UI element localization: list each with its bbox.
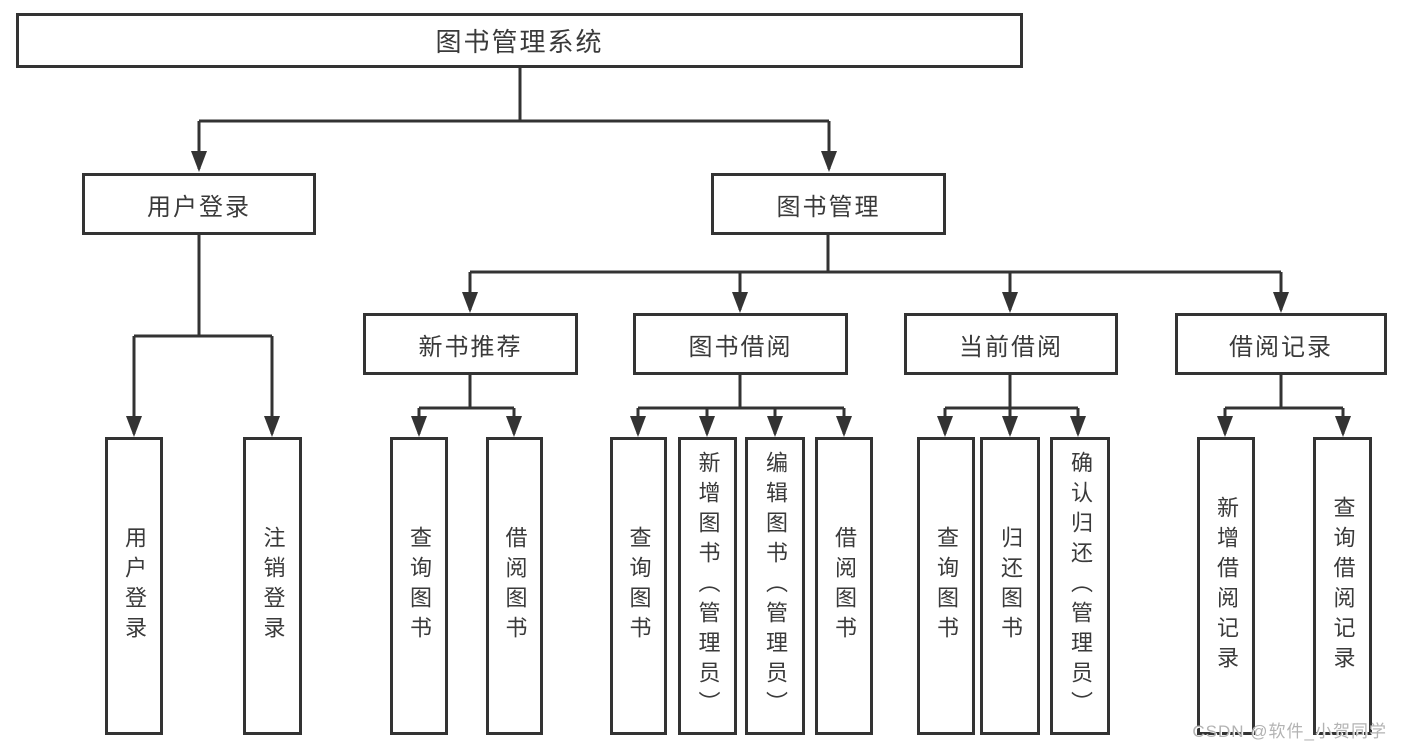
node-root-label: 图书管理系统	[435, 27, 604, 57]
node-book-borrow-label: 图书借阅	[688, 333, 793, 361]
connector-borrow-records-to-leaves	[1223, 375, 1345, 434]
csdn-watermark: CSDN @软件_小贺同学	[1192, 722, 1387, 741]
arrowheads-new-book-recommend-leaves	[411, 416, 522, 437]
leaf-query-books-recommend: 查询图书	[390, 437, 448, 735]
arrowheads-level2	[462, 292, 1289, 313]
leaf-edit-book-admin: 编辑图书（管理员）	[745, 437, 805, 735]
leaf-query-borrow-record: 查询借阅记录	[1313, 437, 1372, 735]
leaf-logout-login-label: 注销登录	[260, 526, 286, 646]
leaf-query-books-recommend-label: 查询图书	[407, 526, 432, 646]
node-current-borrow-label: 当前借阅	[959, 333, 1063, 361]
leaf-confirm-return-admin: 确认归还（管理员）	[1050, 437, 1110, 735]
arrowheads-book-borrow-leaves	[630, 416, 852, 437]
leaf-add-book-admin-label: 新增图书（管理员）	[695, 451, 721, 721]
leaf-query-books-current: 查询图书	[917, 437, 975, 735]
leaf-query-books-borrow-label: 查询图书	[626, 526, 652, 646]
arrowheads-level1	[191, 151, 837, 172]
node-root: 图书管理系统	[16, 13, 1023, 68]
leaf-query-books-current-label: 查询图书	[934, 526, 959, 646]
leaf-add-book-admin: 新增图书（管理员）	[678, 437, 737, 735]
leaf-borrow-books-recommend-label: 借阅图书	[502, 526, 528, 646]
leaf-add-borrow-record-label: 新增借阅记录	[1214, 496, 1239, 676]
node-current-borrow: 当前借阅	[904, 313, 1118, 375]
leaf-borrow-books-borrow-label: 借阅图书	[832, 526, 857, 646]
node-new-book-recommend-label: 新书推荐	[418, 333, 523, 361]
node-book-management-label: 图书管理	[776, 193, 881, 221]
leaf-return-book: 归还图书	[980, 437, 1040, 735]
arrowheads-borrow-records-leaves	[1217, 416, 1351, 437]
connector-root-to-level1	[197, 68, 831, 169]
leaf-query-books-borrow: 查询图书	[610, 437, 667, 735]
node-user-login-label: 用户登录	[147, 193, 251, 221]
connector-book-borrow-to-leaves	[636, 375, 846, 434]
node-borrow-records: 借阅记录	[1175, 313, 1387, 375]
connector-new-book-recommend-to-leaves	[417, 375, 516, 434]
leaf-edit-book-admin-label: 编辑图书（管理员）	[763, 451, 788, 721]
leaf-logout-login: 注销登录	[243, 437, 302, 735]
node-new-book-recommend: 新书推荐	[363, 313, 578, 375]
connector-user-login-to-leaves	[132, 235, 274, 434]
node-book-management: 图书管理	[711, 173, 946, 235]
leaf-confirm-return-admin-label: 确认归还（管理员）	[1068, 451, 1093, 721]
node-book-borrow: 图书借阅	[633, 313, 848, 375]
leaf-borrow-books-recommend: 借阅图书	[486, 437, 543, 735]
leaf-return-book-label: 归还图书	[998, 526, 1023, 646]
node-borrow-records-label: 借阅记录	[1229, 333, 1333, 361]
leaf-user-login-label: 用户登录	[122, 526, 147, 646]
connector-book-management-to-level2	[468, 235, 1283, 310]
node-user-login: 用户登录	[82, 173, 316, 235]
leaf-borrow-books-borrow: 借阅图书	[815, 437, 873, 735]
arrowheads-user-login-leaves	[126, 416, 280, 437]
leaf-query-borrow-record-label: 查询借阅记录	[1330, 496, 1356, 676]
leaf-user-login: 用户登录	[105, 437, 163, 735]
leaf-add-borrow-record: 新增借阅记录	[1197, 437, 1255, 735]
